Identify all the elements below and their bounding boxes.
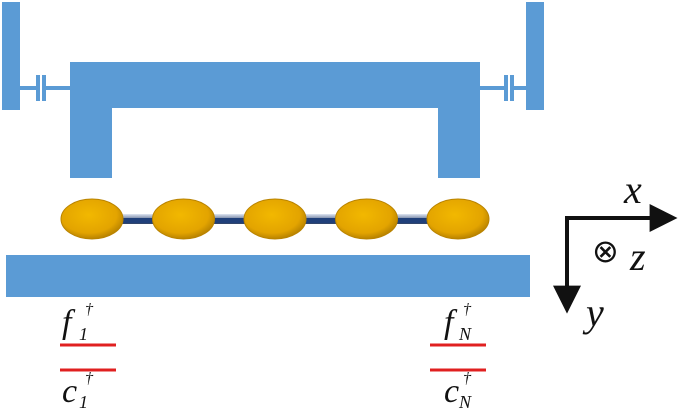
quantum-dot-chain	[60, 198, 490, 240]
svg-text:f: f	[444, 304, 458, 341]
quantum-dot	[426, 198, 490, 240]
left-fermion-label: f 1 †	[62, 301, 94, 344]
left-top-base: f	[62, 304, 76, 341]
y-axis-label: y	[582, 290, 604, 335]
quantum-dot	[335, 198, 398, 240]
right-top-sub: N	[458, 324, 472, 344]
svg-text:N: N	[458, 324, 472, 344]
left-top-sup: †	[85, 301, 94, 318]
chain-link-core	[386, 218, 438, 223]
right-electron-label: c N †	[444, 370, 472, 412]
svg-text:†: †	[85, 370, 94, 387]
left-bottom-sup: †	[85, 370, 94, 387]
svg-text:†: †	[463, 301, 472, 318]
right-lead-plate	[526, 2, 544, 110]
svg-text:1: 1	[79, 324, 88, 344]
left-lead-plate	[2, 2, 20, 110]
z-axis-symbol: ⊗	[592, 232, 619, 270]
svg-text:1: 1	[79, 392, 88, 412]
svg-text:N: N	[458, 392, 472, 412]
left-top-sub: 1	[79, 324, 88, 344]
x-axis-label: x	[623, 167, 642, 212]
left-capacitor	[20, 75, 70, 101]
svg-text:†: †	[463, 370, 472, 387]
svg-text:c: c	[62, 373, 77, 410]
right-top-base: f	[444, 304, 458, 341]
chain-links	[92, 214, 458, 224]
bottom-electrode	[6, 255, 530, 297]
chain-link-core	[295, 218, 347, 223]
left-electron-label: c 1 †	[62, 370, 94, 412]
svg-text:c: c	[444, 373, 459, 410]
right-bottom-sub: N	[458, 392, 472, 412]
left-bottom-base: c	[62, 373, 77, 410]
right-capacitor	[480, 75, 526, 101]
quantum-dot	[60, 198, 124, 240]
right-bottom-base: c	[444, 373, 459, 410]
quantum-dot	[152, 198, 215, 240]
svg-text:f: f	[62, 304, 76, 341]
z-axis-label: z	[629, 234, 646, 279]
svg-text:†: †	[85, 301, 94, 318]
chain-link-core	[112, 218, 164, 223]
quantum-dot	[243, 198, 307, 240]
coordinate-axes: x y ⊗ z	[553, 167, 678, 335]
left-bottom-sub: 1	[79, 392, 88, 412]
right-bottom-sup: †	[463, 370, 472, 387]
right-fermion-label: f N †	[444, 301, 472, 344]
right-top-sup: †	[463, 301, 472, 318]
top-gate-electrode	[70, 62, 480, 178]
chain-link-core	[203, 218, 255, 223]
